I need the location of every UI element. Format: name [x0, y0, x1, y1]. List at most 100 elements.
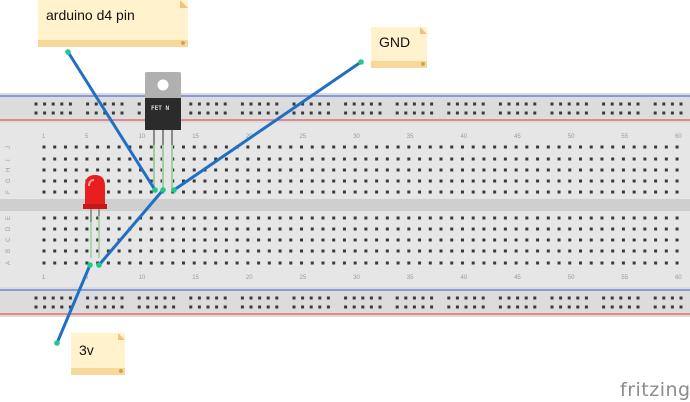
breadboard-hole	[267, 157, 271, 161]
breadboard-hole	[514, 261, 518, 265]
breadboard-hole	[636, 111, 640, 115]
breadboard-hole	[503, 190, 507, 194]
breadboard-hole	[128, 190, 132, 194]
breadboard-hole	[342, 261, 346, 265]
breadboard-hole	[654, 249, 658, 253]
breadboard-hole	[103, 305, 107, 309]
breadboard-hole	[53, 249, 57, 253]
breadboard-hole	[215, 102, 219, 106]
column-number: 55	[621, 275, 628, 281]
breadboard-hole	[42, 227, 46, 231]
breadboard-hole	[278, 145, 282, 149]
wire-gnd	[172, 60, 363, 192]
row-letter: D	[6, 226, 12, 231]
breadboard-hole	[154, 305, 158, 309]
breadboard-hole	[292, 305, 296, 309]
breadboard-hole	[258, 111, 262, 115]
breadboard-hole	[267, 168, 271, 172]
breadboard-hole	[206, 111, 210, 115]
breadboard-hole	[353, 249, 357, 253]
breadboard-hole	[481, 296, 485, 300]
breadboard-hole	[471, 227, 475, 231]
breadboard-hole	[257, 261, 261, 265]
breadboard-hole	[559, 296, 563, 300]
breadboard-hole	[369, 111, 373, 115]
breadboard-hole	[53, 179, 57, 183]
breadboard-hole	[246, 157, 250, 161]
breadboard-hole	[117, 261, 121, 265]
breadboard-hole	[42, 168, 46, 172]
breadboard-hole	[455, 111, 459, 115]
breadboard-hole	[369, 102, 373, 106]
breadboard-hole	[404, 111, 408, 115]
breadboard-hole	[439, 227, 443, 231]
breadboard-hole	[149, 157, 153, 161]
breadboard-hole	[235, 157, 239, 161]
breadboard-hole	[63, 249, 67, 253]
breadboard-hole	[375, 168, 379, 172]
breadboard-hole	[632, 190, 636, 194]
breadboard-hole	[536, 261, 540, 265]
breadboard-hole	[289, 157, 293, 161]
breadboard-hole	[455, 305, 459, 309]
breadboard-hole	[342, 157, 346, 161]
breadboard-hole	[654, 227, 658, 231]
breadboard-hole	[471, 190, 475, 194]
breadboard-hole	[214, 261, 218, 265]
breadboard-hole	[482, 190, 486, 194]
breadboard-hole	[369, 296, 373, 300]
breadboard-hole	[679, 305, 683, 309]
breadboard-hole	[654, 238, 658, 242]
breadboard-hole	[300, 238, 304, 242]
breadboard-hole	[546, 249, 550, 253]
breadboard-hole	[189, 102, 193, 106]
breadboard-hole	[550, 296, 554, 300]
breadboard-hole	[557, 190, 561, 194]
breadboard-hole	[464, 296, 468, 300]
breadboard-hole	[139, 157, 143, 161]
breadboard-hole	[206, 296, 210, 300]
breadboard-hole	[160, 238, 164, 242]
breadboard-hole	[412, 111, 416, 115]
breadboard-hole	[418, 249, 422, 253]
breadboard-hole	[653, 111, 657, 115]
breadboard-hole	[493, 168, 497, 172]
breadboard-hole	[516, 102, 520, 106]
column-number: 5	[85, 134, 89, 140]
breadboard-hole	[418, 238, 422, 242]
breadboard-hole	[385, 249, 389, 253]
breadboard-hole	[471, 145, 475, 149]
breadboard-hole	[235, 179, 239, 183]
breadboard-hole	[163, 296, 167, 300]
breadboard-hole	[654, 179, 658, 183]
breadboard-hole	[63, 227, 67, 231]
breadboard-hole	[310, 238, 314, 242]
breadboard-hole	[197, 102, 201, 106]
breadboard-hole	[385, 157, 389, 161]
breadboard-hole	[63, 157, 67, 161]
breadboard-hole	[278, 168, 282, 172]
breadboard-hole	[361, 305, 365, 309]
breadboard-hole	[74, 216, 78, 220]
breadboard-hole	[460, 261, 464, 265]
breadboard-hole	[197, 111, 201, 115]
breadboard-hole	[621, 238, 625, 242]
breadboard-hole	[643, 227, 647, 231]
breadboard-hole	[589, 227, 593, 231]
breadboard-hole	[546, 157, 550, 161]
breadboard-hole	[192, 238, 196, 242]
breadboard-hole	[589, 249, 593, 253]
breadboard-hole	[96, 216, 100, 220]
breadboard-hole	[278, 157, 282, 161]
breadboard-hole	[171, 238, 175, 242]
breadboard-hole	[503, 227, 507, 231]
breadboard-hole	[584, 305, 588, 309]
breadboard-hole	[447, 102, 451, 106]
breadboard-hole	[257, 216, 261, 220]
row-letter: I	[6, 159, 12, 161]
breadboard-hole	[139, 145, 143, 149]
breadboard-hole	[643, 249, 647, 253]
breadboard-hole	[533, 111, 537, 115]
breadboard-hole	[257, 227, 261, 231]
breadboard-hole	[146, 296, 150, 300]
